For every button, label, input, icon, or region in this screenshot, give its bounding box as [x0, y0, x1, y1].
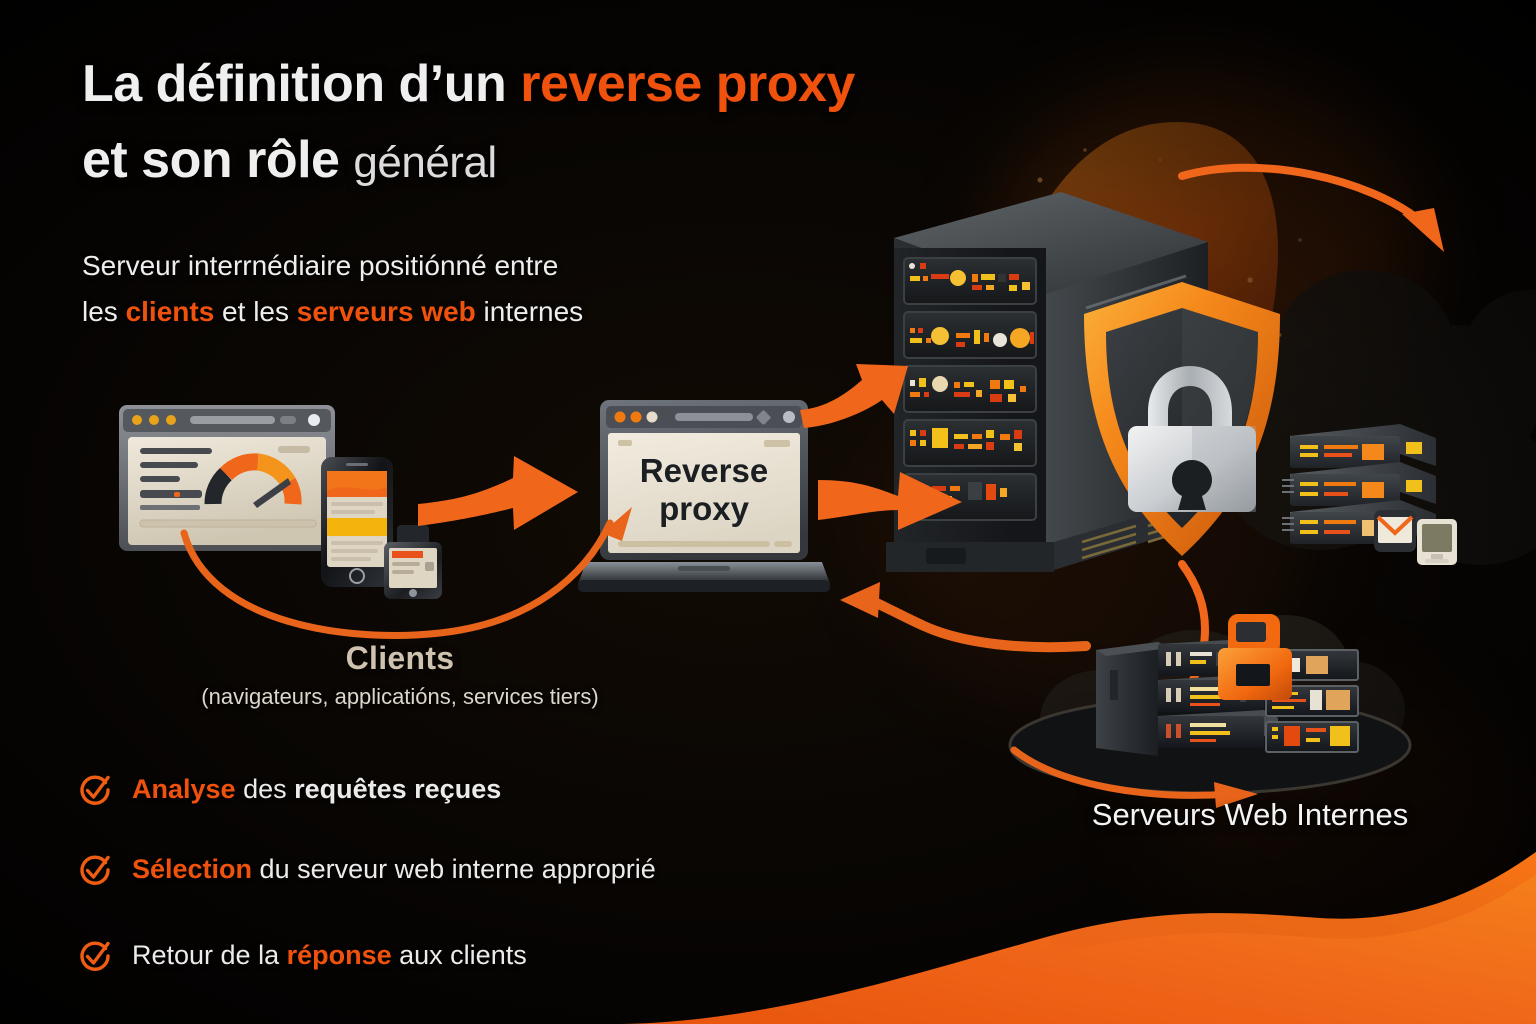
- arrow-rack-to-internal-servers-top: [1178, 163, 1444, 252]
- subtitle-line2-pre: les: [82, 296, 126, 328]
- check-circle-icon: [78, 773, 112, 807]
- laptop-screen-line2: proxy: [659, 490, 750, 527]
- list-item[interactable]: Retour de la réponse aux clients: [78, 936, 958, 974]
- envelope-icon[interactable]: [1373, 509, 1417, 553]
- list-item-label: Sélection du serveur web interne appropr…: [132, 854, 656, 885]
- internal-servers-cluster-bottom[interactable]: [1058, 614, 1368, 774]
- subtitle-line2-mid: et les: [214, 296, 297, 328]
- arrow-clients-to-proxy: [418, 456, 578, 530]
- security-shield-padlock[interactable]: [1072, 278, 1292, 564]
- arrow-proxy-to-clients-return: [180, 507, 632, 639]
- title-line2-bold: et son rôle: [82, 131, 354, 189]
- bullet-2-highlight: Sélection: [132, 853, 253, 884]
- bullet-1-plain: des: [235, 773, 295, 804]
- internal-servers-cluster-right[interactable]: [1282, 414, 1484, 574]
- page-title: La définition d’un reverse proxy et son …: [82, 58, 1042, 186]
- arrow-proxy-to-rack-lower: [818, 472, 962, 530]
- bullet-1-bold: requêtes reçues: [294, 773, 502, 804]
- bullet-1-highlight: Analyse: [132, 773, 236, 804]
- check-circle-icon: [78, 853, 112, 887]
- bullet-2-plain: du serveur web interne approprié: [252, 853, 656, 884]
- arrow-proxy-to-rack-upper: [800, 364, 908, 428]
- list-item[interactable]: Analyse des requêtes reçues: [78, 770, 958, 808]
- list-item[interactable]: Sélection du serveur web interne appropr…: [78, 850, 958, 888]
- speedometer-gauge: [204, 453, 302, 508]
- clients-caption-title: Clients: [345, 640, 455, 676]
- title-line1-accent: reverse proxy: [520, 55, 855, 113]
- small-monitor-icon[interactable]: [1416, 518, 1458, 570]
- subtitle-accent-clients: clients: [125, 296, 215, 328]
- title-line1-plain: La définition d’un: [82, 55, 521, 113]
- list-item-label: Analyse des requêtes reçues: [132, 774, 501, 805]
- bullet-3-plain: Retour de la: [132, 939, 287, 970]
- client-browser-window[interactable]: [118, 404, 336, 552]
- arrow-rack-to-proxy-return: [840, 582, 1091, 653]
- bullet-3-tail: aux clients: [391, 939, 527, 970]
- subtitle: Serveur interrnédiaire positiónné entre …: [82, 243, 842, 336]
- padlock-icon: [1218, 614, 1292, 700]
- title-line2-light: général: [353, 138, 497, 187]
- clients-caption-subtitle: (navigateurs, applicatións, services tie…: [201, 684, 599, 709]
- list-item-label: Retour de la réponse aux clients: [132, 940, 527, 971]
- subtitle-line2-post: internes: [475, 296, 584, 328]
- reverse-proxy-laptop[interactable]: Reverse proxy: [578, 398, 830, 594]
- bullet-3-highlight: réponse: [286, 939, 392, 970]
- clients-caption: Clients (navigateurs, applicatións, serv…: [140, 640, 660, 710]
- client-smartphone[interactable]: [320, 456, 394, 588]
- benefits-list: Analyse des requêtes reçues Sélection du…: [78, 770, 958, 1016]
- internal-servers-caption: Serveurs Web Internes: [1091, 797, 1409, 832]
- client-tablet[interactable]: [383, 524, 443, 600]
- subtitle-accent-serveurs-web: serveurs web: [296, 296, 476, 328]
- check-circle-icon: [78, 939, 112, 973]
- subtitle-line1: Serveur interrnédiaire positiónné entre: [82, 250, 559, 281]
- laptop-screen-line1: Reverse: [640, 452, 768, 489]
- decorative-orange-wave: [620, 852, 1536, 1024]
